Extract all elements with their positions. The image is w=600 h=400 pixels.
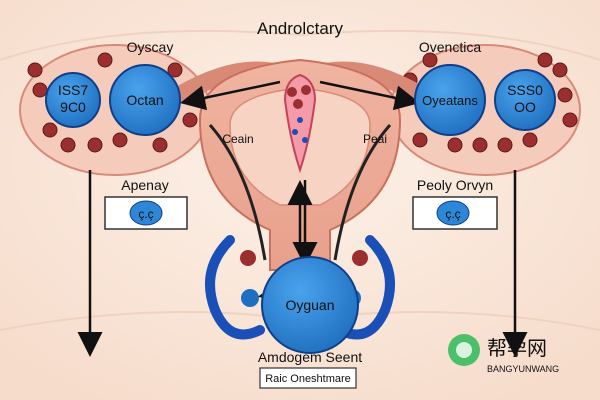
bottom-caption: Amdogem Seent	[258, 349, 362, 365]
left-small-node-line1: ISS7	[58, 82, 89, 98]
follicle	[293, 99, 303, 109]
follicle	[87, 137, 103, 153]
label-mid-right: Peai	[363, 132, 387, 146]
left-box-value: ç.ç	[138, 207, 153, 221]
left-duct	[208, 124, 267, 261]
label-mid-left: Ceain	[222, 132, 253, 146]
follicle	[522, 132, 538, 148]
follicle	[552, 62, 568, 78]
follicle	[302, 137, 308, 143]
left-lower-coil	[205, 235, 265, 340]
left-large-node-label: Octan	[126, 92, 163, 108]
box-right-heading: Peoly Orvyn	[417, 177, 493, 193]
follicle	[497, 137, 513, 153]
follicle	[97, 52, 113, 68]
left-box-dot	[129, 200, 163, 226]
follicle	[60, 137, 76, 153]
left-large-node	[109, 64, 181, 136]
right-box-value: ç.ç	[445, 207, 460, 221]
follicle-cluster	[27, 52, 578, 153]
follicle	[562, 112, 578, 128]
center-bottom-node	[261, 256, 359, 354]
watermark-logo-inner	[456, 342, 472, 358]
bottom-box-text: Raic Oneshtmare	[265, 373, 351, 385]
follicle	[32, 82, 48, 98]
right-small-node	[494, 69, 556, 131]
follicle	[557, 87, 573, 103]
follicle	[472, 137, 488, 153]
label-top-left: Oyscay	[127, 39, 174, 55]
box-left-heading: Apenay	[121, 177, 168, 193]
follicle	[447, 137, 463, 153]
follicle	[152, 137, 168, 153]
bottom-label-box	[259, 367, 357, 389]
follicle	[297, 117, 303, 123]
follicle	[287, 87, 297, 97]
arrow-to-left	[180, 80, 281, 111]
right-lower-coil	[335, 235, 395, 340]
right-duct	[333, 124, 392, 261]
follicle	[241, 289, 259, 307]
follicle	[182, 112, 198, 128]
follicle	[42, 122, 58, 138]
bg-contour	[0, 29, 600, 61]
right-box-dot	[436, 200, 470, 226]
left-small-node-line2: 9C0	[60, 99, 86, 115]
follicle	[112, 132, 128, 148]
watermark-latin: BANGYUNWANG	[487, 364, 559, 374]
center-node-label: Oyguan	[285, 297, 334, 313]
watermark: 帮孕网 BANGYUNWANG	[448, 334, 559, 374]
follicle	[292, 129, 298, 135]
right-small-node-line2: OO	[514, 99, 536, 115]
follicle	[422, 52, 438, 68]
watermark-chinese: 帮孕网	[487, 337, 547, 360]
right-small-node-line1: SSS0	[507, 82, 543, 98]
follicle	[412, 132, 428, 148]
left-small-node	[45, 72, 101, 128]
arrow-to-right	[319, 80, 420, 111]
follicle	[240, 250, 256, 266]
label-top-right: Ovenctica	[419, 39, 481, 55]
right-large-node-label: Oyeatans	[422, 93, 478, 108]
follicle	[537, 52, 553, 68]
follicle	[301, 85, 311, 95]
right-large-node	[414, 64, 486, 136]
follicle	[27, 62, 43, 78]
diagram-title: Androlctary	[257, 19, 343, 38]
follicle	[167, 62, 183, 78]
follicle	[352, 250, 368, 266]
